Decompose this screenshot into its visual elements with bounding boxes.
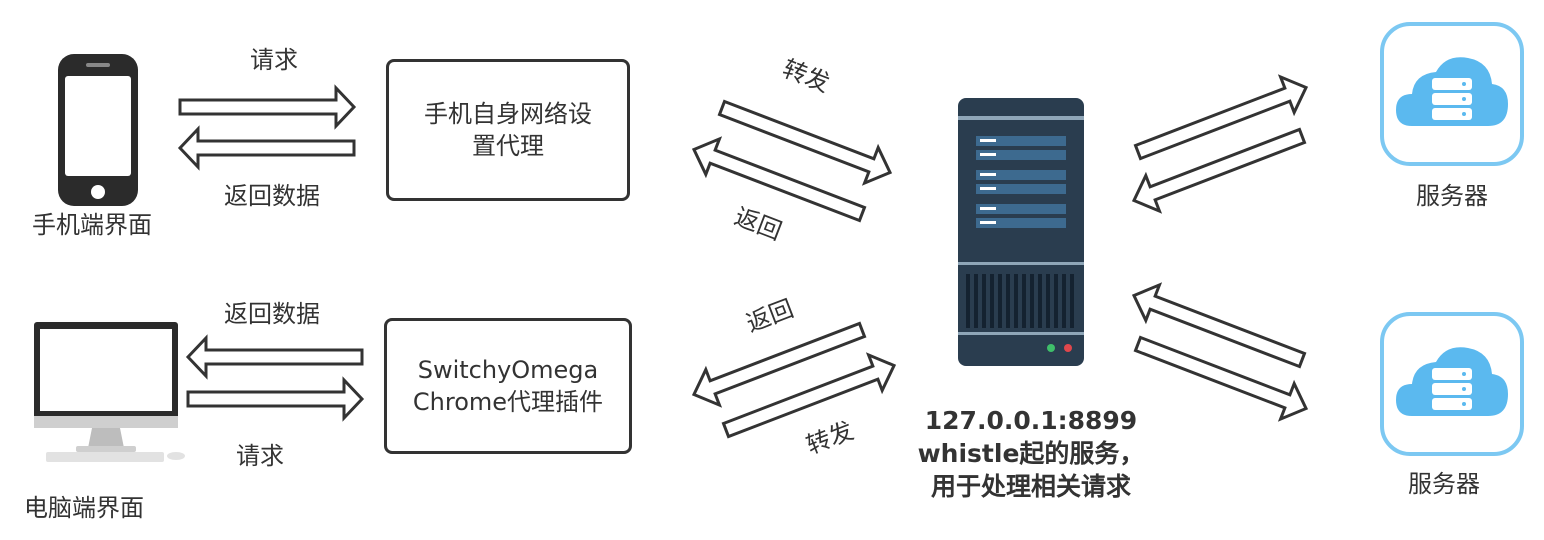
phone-request-arrow [178, 84, 357, 130]
phone-interface-label: 手机端界面 [32, 211, 152, 239]
desktop-interface-label: 电脑端界面 [24, 494, 144, 522]
server-label-1: 服务器 [1416, 182, 1488, 210]
smartphone-icon [58, 54, 138, 206]
phone-proxy-settings-box: 手机自身网络设 置代理 [386, 59, 630, 201]
bottom-return-arrow [691, 321, 867, 408]
desktop-request-label: 请求 [236, 442, 284, 470]
whistle-to-server2-arrow [1133, 335, 1309, 422]
desktop-request-arrow [186, 376, 365, 422]
whistle-description-line1: whistle起的服务， [917, 439, 1145, 468]
chrome-proxy-plugin-box: SwitchyOmega Chrome代理插件 [384, 318, 632, 454]
whistle-to-server1-arrow [1133, 74, 1309, 161]
desktop-computer-icon [34, 322, 185, 462]
top-return-arrow [691, 136, 867, 223]
server2-to-whistle-arrow [1131, 282, 1307, 369]
phone-proxy-text-line2: 置代理 [472, 132, 544, 160]
chrome-proxy-text-line2: Chrome代理插件 [412, 388, 604, 416]
phone-return-arrow [177, 125, 356, 171]
whistle-description-line2: 用于处理相关请求 [930, 472, 1131, 501]
server-label-2: 服务器 [1408, 470, 1480, 498]
desktop-return-data-label: 返回数据 [224, 300, 320, 328]
whistle-service-caption: 127.0.0.1:8899 whistle起的服务， 用于处理相关请求 [900, 404, 1162, 503]
desktop-return-arrow [185, 334, 364, 380]
whistle-address: 127.0.0.1:8899 [924, 406, 1138, 435]
phone-return-data-label: 返回数据 [224, 182, 320, 210]
cloud-server-icon [1380, 312, 1524, 456]
phone-request-label: 请求 [250, 46, 298, 74]
cloud-server-icon [1380, 22, 1524, 166]
server-tower-icon [958, 98, 1084, 366]
server1-to-whistle-arrow [1131, 127, 1307, 214]
bottom-forward-arrow [721, 352, 897, 439]
chrome-proxy-text-line1: SwitchyOmega [417, 355, 599, 384]
phone-proxy-text-line1: 手机自身网络设 [424, 99, 592, 128]
top-forward-arrow [717, 99, 893, 186]
